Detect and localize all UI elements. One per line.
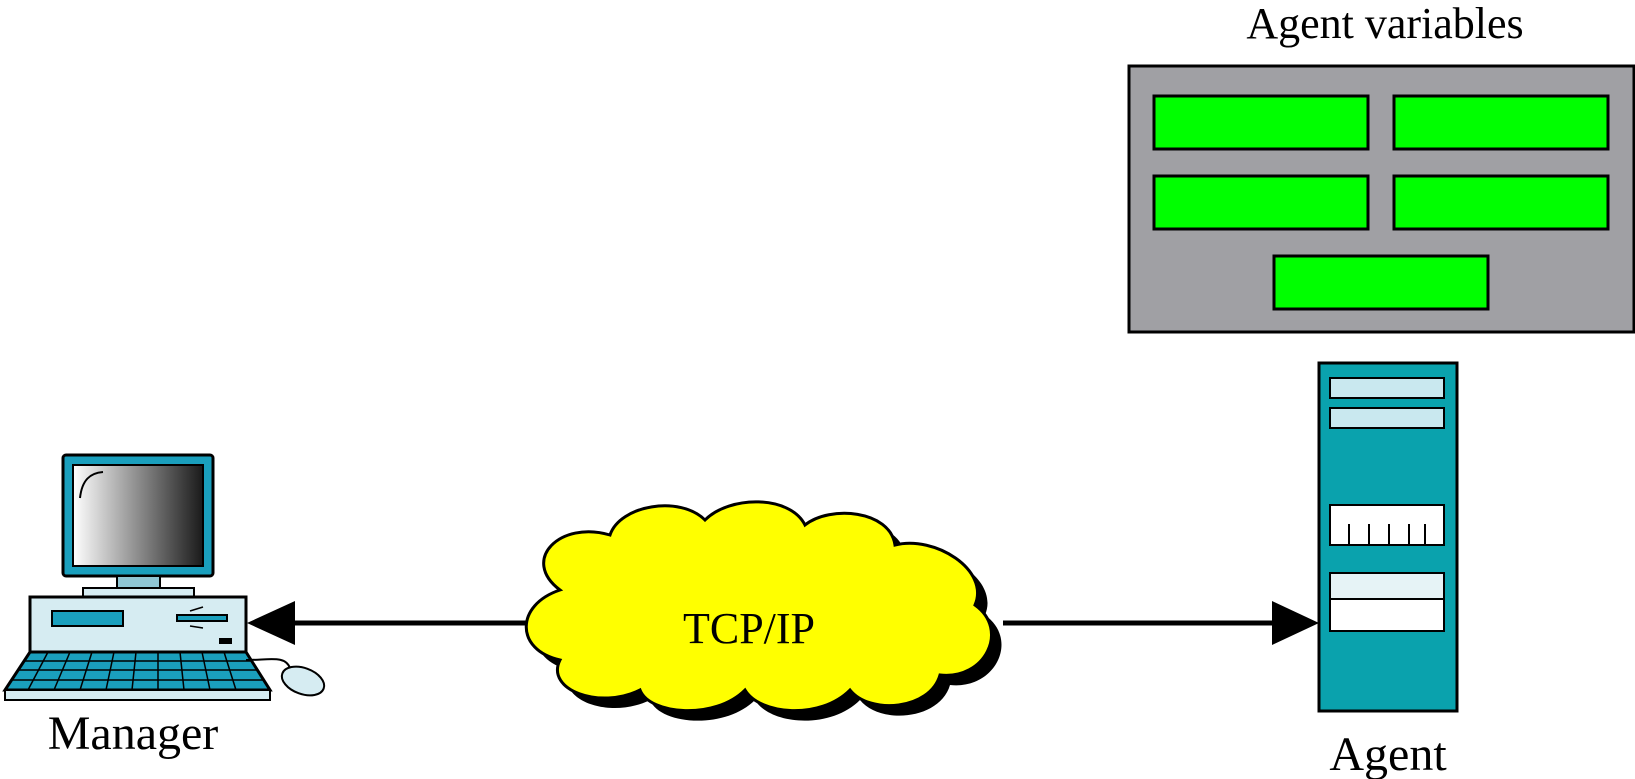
arrowhead-left (247, 601, 295, 645)
agent-variables-title: Agent variables (1246, 0, 1523, 48)
agent-variable-slot (1392, 174, 1610, 231)
manager-label: Manager (48, 707, 219, 760)
agent-label: Agent (1329, 728, 1447, 779)
agent-variable-slot (1392, 94, 1610, 151)
agent-variable-slot (1272, 254, 1490, 311)
agent-variables-panel (1127, 64, 1635, 334)
server-tower-icon (1317, 361, 1459, 713)
desktop-computer-icon (2, 453, 326, 701)
agent-variable-slot (1152, 94, 1370, 151)
arrowhead-right (1272, 601, 1319, 645)
manager-link (247, 601, 532, 645)
agent-link (1003, 601, 1319, 645)
network-cloud-icon (524, 500, 1002, 721)
network-label: TCP/IP (683, 604, 815, 653)
agent-variable-slot (1152, 174, 1370, 231)
